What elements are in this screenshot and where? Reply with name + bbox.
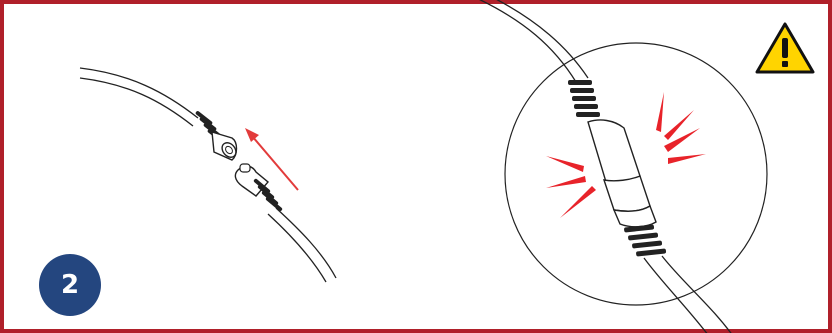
warning-triangle-icon: [755, 22, 815, 74]
push-direction-arrow: [245, 128, 299, 191]
right-upper-cable: [478, 0, 589, 83]
left-upper-cable: [79, 67, 199, 127]
zoom-circle: [504, 42, 768, 306]
left-upper-connector: [195, 111, 238, 161]
click-burst-left: [546, 156, 596, 218]
left-lower-connector: [234, 163, 283, 212]
right-lower-strain-relief: [624, 224, 667, 257]
click-burst-right: [656, 92, 706, 164]
left-lower-cable: [267, 207, 337, 283]
right-lower-cable: [643, 255, 732, 333]
right-upper-strain-relief: [568, 80, 600, 117]
joined-connector-body: [587, 119, 657, 228]
step-number-badge: 2: [39, 254, 101, 316]
